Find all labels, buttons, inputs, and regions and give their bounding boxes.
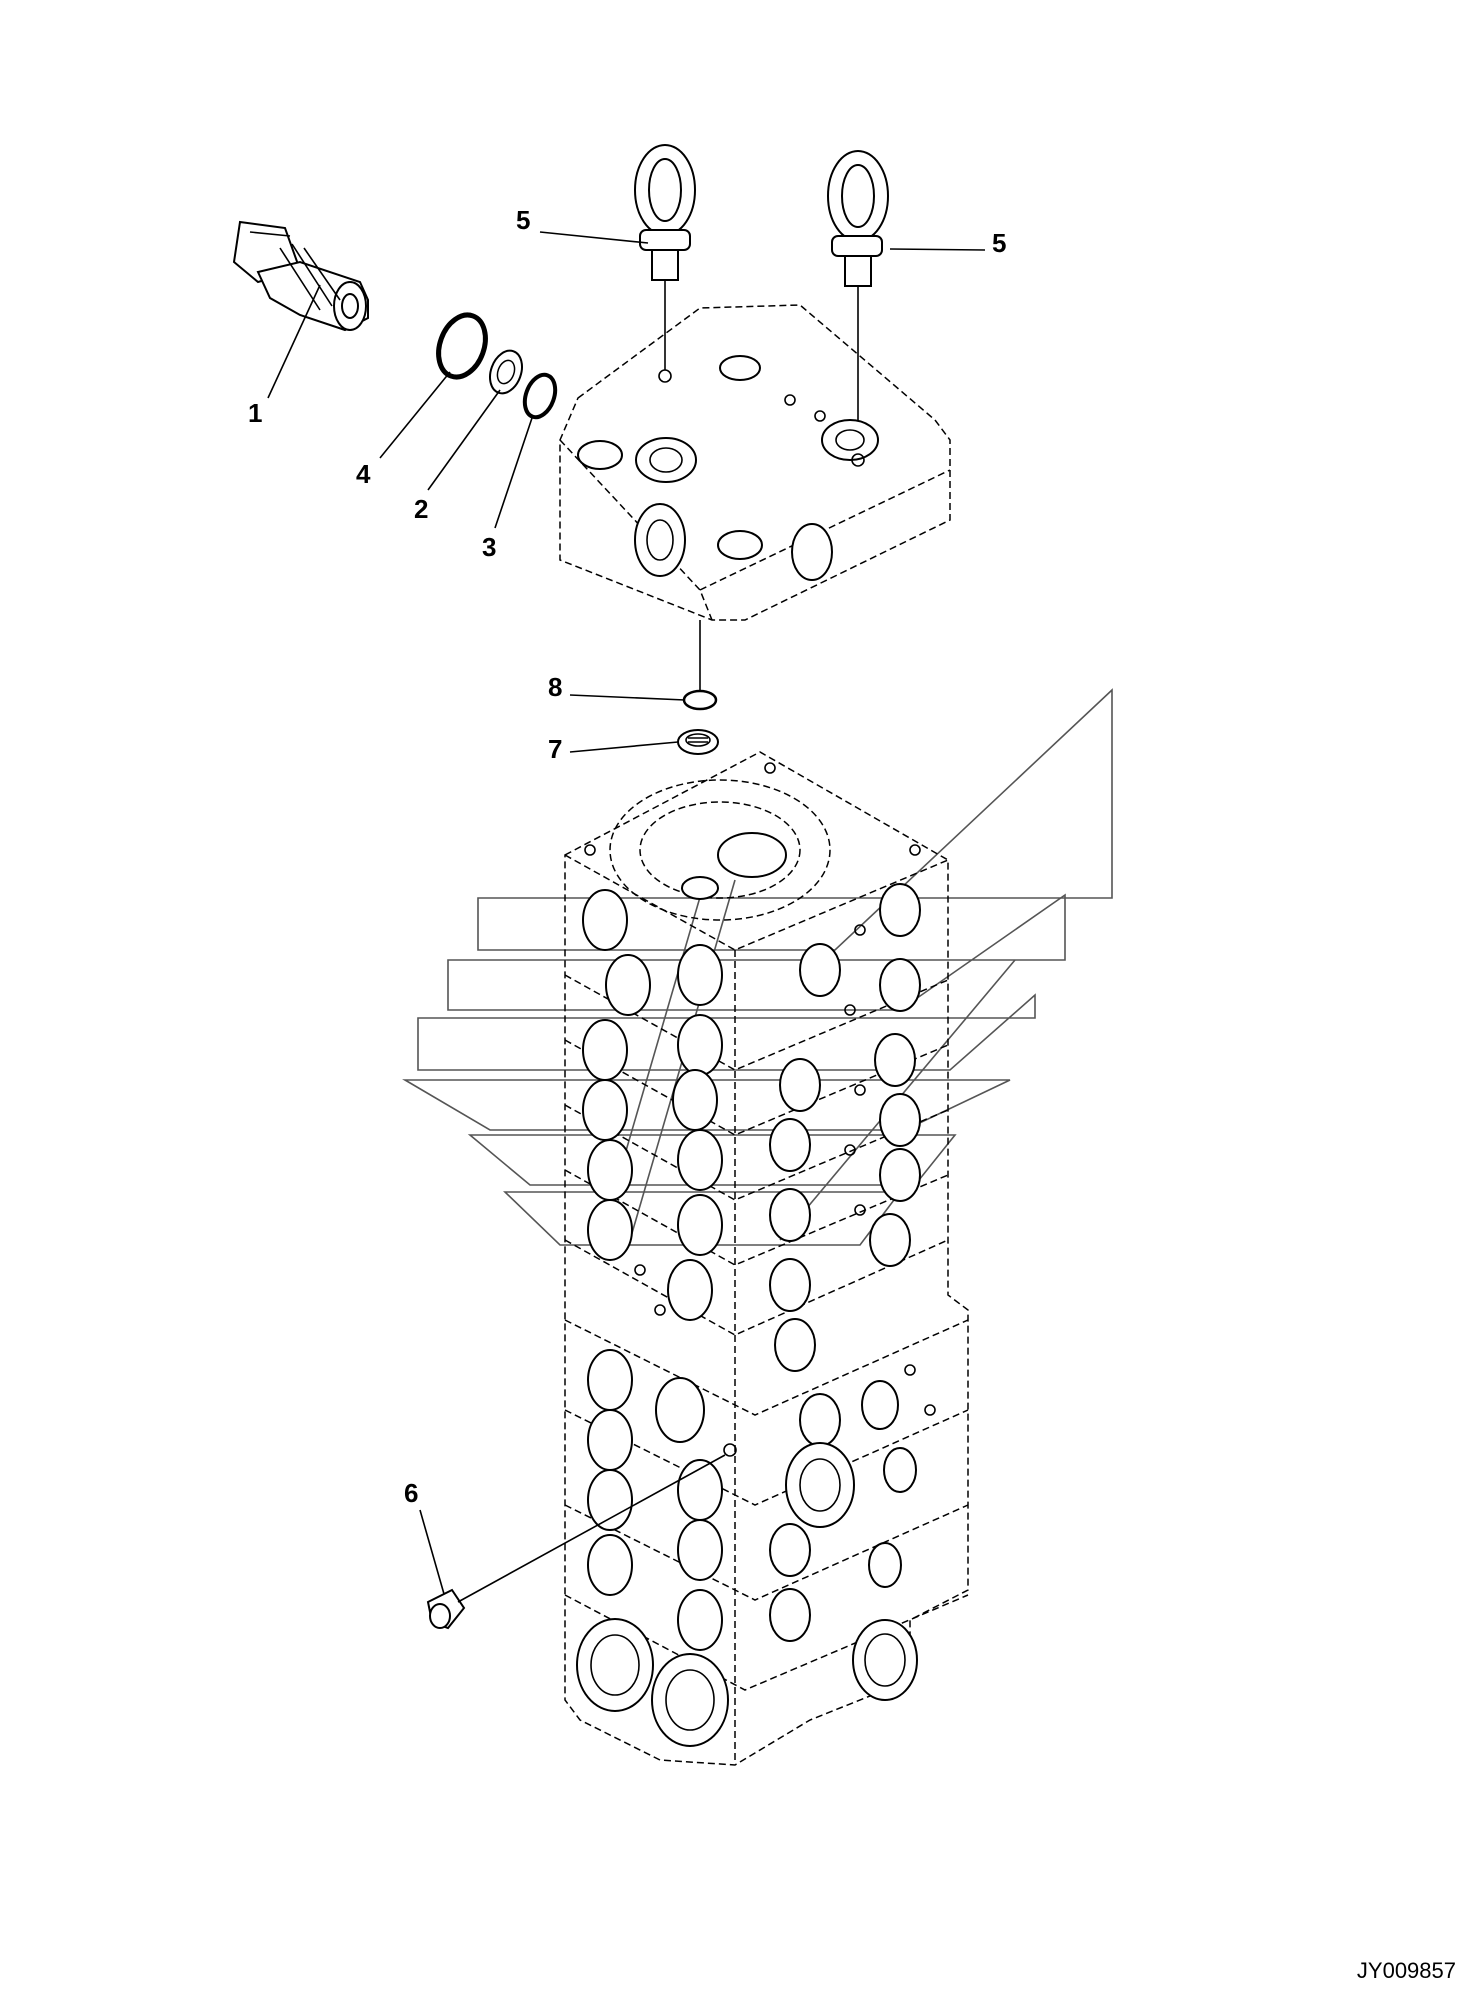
eye-bolt-left <box>634 144 696 370</box>
callout-1: 1 <box>248 398 262 428</box>
document-id: JY009857 <box>1357 1958 1456 1983</box>
callout-7: 7 <box>548 734 562 764</box>
callout-labels: 1 2 3 4 5 5 6 7 8 <box>248 205 1006 1508</box>
o-ring-large <box>436 312 488 380</box>
callout-5-right: 5 <box>992 228 1006 258</box>
callout-5-left: 5 <box>516 205 530 235</box>
leader-lines <box>267 231 986 1595</box>
o-ring <box>682 689 718 711</box>
callout-2: 2 <box>414 494 428 524</box>
callout-6: 6 <box>404 1478 418 1508</box>
plug <box>426 1454 726 1630</box>
watermark-emblem <box>402 688 1113 1246</box>
callout-4: 4 <box>356 459 371 489</box>
eye-bolt-right <box>827 150 889 440</box>
relief-valve-cartridge <box>232 220 369 332</box>
callout-8: 8 <box>548 672 562 702</box>
callout-3: 3 <box>482 532 496 562</box>
valve-cover-block <box>559 304 951 690</box>
o-ring-small <box>522 372 558 420</box>
filter-plug <box>677 729 719 755</box>
control-valve-body <box>564 751 969 1766</box>
backup-ring <box>489 349 523 395</box>
